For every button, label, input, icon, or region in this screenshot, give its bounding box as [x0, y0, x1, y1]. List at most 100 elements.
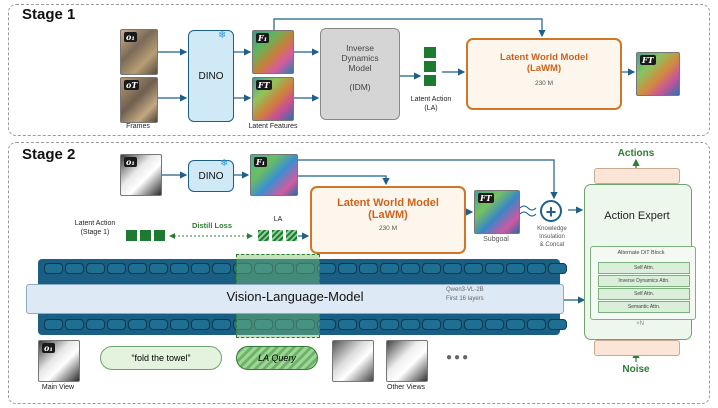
vlm-token [464, 319, 483, 330]
frozen-snowflake-icon: ❄ [218, 30, 227, 41]
vlm-token [317, 319, 336, 330]
idm-line2: Dynamics [341, 53, 379, 63]
main-view-image: o₁ [38, 340, 80, 382]
feature-F1-symbol: F₁ [256, 33, 270, 43]
stage-1-output-FT-symbol: FT [640, 55, 656, 65]
vlm-token [422, 263, 441, 274]
vlm-token [275, 263, 294, 274]
stage-2-title: Stage 2 [22, 146, 76, 163]
vlm-subtitle-2: First 16 layers [446, 296, 484, 302]
teacher-la-square-2 [140, 230, 151, 241]
main-view-label: Main View [41, 384, 75, 391]
stage-2-feature-F1-image: F₁ [250, 154, 298, 196]
main-view-symbol: o₁ [42, 343, 55, 353]
stage-1-connectors [156, 18, 636, 102]
vlm-token [401, 263, 420, 274]
vlm-token [44, 319, 63, 330]
vlm-token [65, 319, 84, 330]
vlm-token [506, 319, 525, 330]
feature-FT-symbol: FT [256, 80, 272, 90]
vlm-token [107, 263, 126, 274]
vlm-token [128, 319, 147, 330]
stage-1-lawm-line1: Latent World Model [500, 52, 588, 63]
dit-repeat-label: ×N [636, 321, 644, 327]
vlm-token [65, 263, 84, 274]
vlm-token [380, 319, 399, 330]
stage-2-panel [8, 142, 710, 404]
knowledge-label-line1: Knowledge [537, 226, 567, 232]
vlm-token [485, 319, 504, 330]
vlm-token [275, 319, 294, 330]
other-views-label: Other Views [387, 384, 425, 391]
vlm-token [86, 319, 105, 330]
action-expert-label: Action Expert [604, 210, 670, 222]
stage-1-dino-label: DINO [198, 70, 224, 82]
vlm-token [86, 263, 105, 274]
frame-o1-image: o₁ [120, 29, 158, 75]
subgoal-FT-symbol: FT [478, 193, 494, 203]
stage-1-panel [8, 4, 710, 136]
teacher-la-square-1 [126, 230, 137, 241]
vlm-token [527, 263, 546, 274]
noise-label: Noise [622, 364, 650, 375]
dit-layer-1: Self Attn. [598, 262, 690, 274]
vlm-token [233, 319, 252, 330]
idm-abbr: (IDM) [349, 82, 371, 92]
frames-label: Frames [126, 123, 150, 130]
vlm-token [149, 263, 168, 274]
student-la-square-1 [258, 230, 269, 241]
other-view-image-1 [332, 340, 374, 382]
vlm-token [44, 263, 63, 274]
stage-2-lawm-line2: (LaWM) [368, 209, 408, 221]
knowledge-label-line2: Insulation [539, 234, 565, 240]
idm-line3: Model [348, 63, 372, 73]
vlm-token [548, 319, 567, 330]
teacher-la-square-3 [154, 230, 165, 241]
stage-2-frame-o1-image: o₁ [120, 154, 162, 196]
more-views-ellipsis: ●●● [446, 352, 471, 363]
latent-action-square-1 [424, 47, 436, 58]
latent-action-label-line1: Latent Action [410, 96, 452, 103]
vlm-token [443, 263, 462, 274]
stage-1-output-FT-image: FT [636, 52, 680, 96]
stage-1-dino-block: DINO [188, 30, 234, 122]
frame-o1-symbol: o₁ [124, 32, 137, 42]
vlm-token [527, 319, 546, 330]
vlm-token [422, 319, 441, 330]
vlm-token [296, 263, 315, 274]
vlm-token [317, 263, 336, 274]
vlm-token [170, 263, 189, 274]
knowledge-label-line3: & Concat [539, 242, 565, 248]
la-query-pill: LA Query [236, 346, 318, 370]
stage-1-title: Stage 1 [22, 6, 76, 23]
vlm-token [380, 263, 399, 274]
vlm-token [548, 263, 567, 274]
frame-oT-image: oT [120, 77, 158, 123]
dit-layer-4: Semantic Attn. [598, 301, 690, 313]
dit-layer-2: Inverse Dynamics Attn. [598, 275, 690, 287]
stage-1-lawm-params: 230 M [534, 80, 554, 87]
concat-plus-icon: + [540, 200, 562, 222]
vlm-token [254, 319, 273, 330]
stage-1-lawm-block: Latent World Model (LaWM) 230 M [466, 38, 622, 110]
stage-2-latent-action-line1: Latent Action [74, 220, 116, 227]
vlm-token [359, 263, 378, 274]
vlm-token [212, 263, 231, 274]
latent-action-square-2 [424, 61, 436, 72]
vlm-token [464, 263, 483, 274]
subgoal-label: Subgoal [483, 236, 509, 243]
vlm-token [170, 319, 189, 330]
dit-block: Alternate DiT Block Self Attn. Inverse D… [590, 246, 696, 320]
noise-input-block [594, 340, 680, 356]
distill-loss-label: Distill Loss [191, 221, 232, 230]
vlm-token [233, 263, 252, 274]
idm-line1: Inverse [346, 43, 374, 53]
vlm-label: Vision-Language-Model [226, 289, 364, 304]
vlm-token [506, 263, 525, 274]
vlm-token [443, 319, 462, 330]
vlm-label-bar [26, 284, 564, 314]
vlm-token [359, 319, 378, 330]
actions-output-block [594, 168, 680, 184]
feature-F1-image: F₁ [252, 30, 294, 74]
